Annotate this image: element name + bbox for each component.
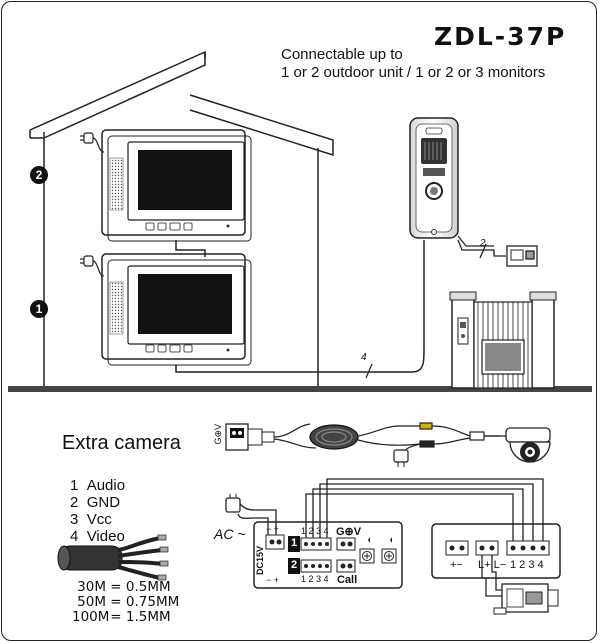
pinout-item: 1 Audio (70, 477, 126, 494)
ac-adapter (225, 494, 241, 513)
floor-2-marker: 2 (30, 166, 48, 184)
cable-spec-row: 50M = 0.75MM (77, 594, 180, 610)
capacity-note-line2: 1 or 2 outdoor unit / 1 or 2 or 3 monito… (281, 64, 546, 81)
cable-spec-table: 30M = 0.5MM 50M = 0.75MM 100M = 1.5MM (72, 580, 179, 625)
call-label: Call (337, 574, 358, 586)
house-cable-wire-count: 4 (361, 352, 367, 363)
pins-bottom-label: 1 2 3 4 (301, 574, 329, 584)
power-pins-top: − + (266, 524, 280, 534)
door-1-label: 1 (291, 537, 298, 549)
pinout-item: 3 Vcc (70, 511, 112, 528)
extra-camera-label: Extra camera (62, 432, 181, 454)
monitor-terminal-board (253, 521, 403, 589)
model-title: ZDL-37P (434, 22, 567, 51)
floor-1-marker: 1 (30, 300, 48, 318)
outdoor-power-pins: +− (450, 559, 463, 571)
camera-terminal-label: G⊕V (336, 526, 362, 538)
monitor-lower (80, 253, 252, 366)
gate-lock-wiring (457, 235, 538, 267)
power-pins-bottom: − + (266, 575, 280, 585)
ac-label: AC ~ (214, 526, 246, 542)
pinout-item: 2 GND (70, 494, 121, 511)
indoor-wiring (175, 240, 425, 379)
capacity-note-line1: Connectable up to (281, 46, 403, 63)
pins-top-label: 1 2 3 4 (301, 526, 329, 536)
board-wiring (237, 478, 544, 597)
pinout-item: 4 Video (70, 528, 125, 545)
gate-cable-wire-count: 2 (480, 238, 486, 249)
outdoor-terminal-board (431, 523, 561, 579)
camera-power-adapter (393, 443, 421, 467)
cable-spec-row: 30M = 0.5MM (77, 579, 171, 595)
camera-plug-label: G⊕V (213, 424, 223, 445)
outdoor-signal-pins: 1 2 3 4 (510, 559, 544, 571)
ground-line (8, 386, 592, 392)
dome-camera (505, 427, 551, 463)
pinout-list: 1 Audio 2 GND 3 Vcc 4 Video (70, 477, 125, 545)
gate (449, 291, 557, 389)
cable-illustration (57, 534, 169, 581)
house (29, 50, 334, 388)
outdoor-lock-pins: L+ L− (478, 559, 507, 571)
dc15v-label: DC15V (255, 546, 265, 576)
monitor-upper (80, 129, 252, 242)
door-2-label: 2 (291, 559, 298, 571)
outdoor-unit (409, 117, 459, 239)
cable-spec-row: 100M = 1.5MM (72, 609, 171, 625)
camera-connector (225, 423, 275, 451)
camera-cable (273, 422, 506, 450)
electric-lock (493, 583, 559, 615)
